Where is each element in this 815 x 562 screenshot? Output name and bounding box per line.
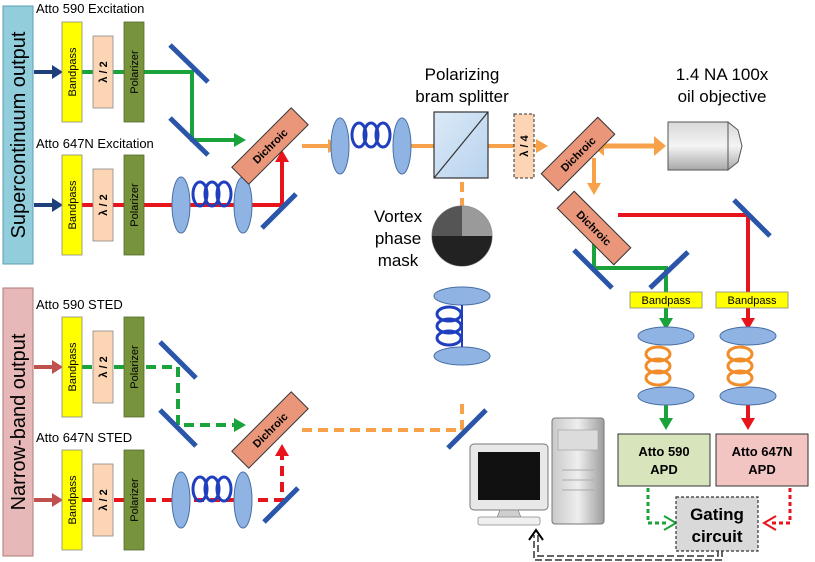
mirror	[158, 408, 198, 448]
detection-fiber-590	[637, 326, 695, 406]
supercontinuum-label: Supercontinuum output	[8, 31, 30, 238]
fiber-coupler	[171, 176, 253, 234]
svg-text:Bandpass: Bandpass	[67, 475, 79, 524]
apd-atto647n: Atto 647N APD	[715, 433, 809, 487]
pbs-label-line1: Polarizing	[425, 65, 500, 84]
narrowband-source: Narrow-band output	[2, 287, 34, 557]
gating-circuit: Gating circuit	[675, 496, 759, 552]
svg-text:λ / 4: λ / 4	[519, 134, 531, 156]
detection-bandpass-590: Bandpass	[629, 291, 703, 309]
svg-text:Polarizer: Polarizer	[129, 183, 141, 227]
polarizer: Polarizer	[123, 21, 145, 123]
svg-text:Atto 647N: Atto 647N	[732, 444, 793, 459]
fiber-coupler	[171, 471, 253, 529]
channel-label-atto647n-sted: Atto 647N STED	[36, 430, 132, 445]
objective-label-line2: oil objective	[678, 87, 767, 106]
bandpass-filter: Bandpass	[61, 449, 83, 551]
apd-atto590: Atto 590 APD	[617, 433, 711, 487]
channel-label-atto647n-excitation: Atto 647N Excitation	[36, 136, 154, 151]
svg-text:Polarizer: Polarizer	[129, 50, 141, 94]
vortex-label-line1: Vortex	[374, 207, 423, 226]
beam-green-excitation	[82, 70, 246, 147]
half-wave-plate: λ / 2	[92, 330, 114, 404]
beam-red-sted	[82, 444, 289, 502]
supercontinuum-source: Supercontinuum output	[2, 5, 34, 265]
mirror	[446, 408, 488, 450]
svg-text:Bandpass: Bandpass	[642, 295, 691, 307]
objective-lens: 1.4 NA 100x oil objective	[667, 65, 769, 172]
mirror	[732, 198, 772, 238]
vortex-label-line2: phase	[375, 229, 421, 248]
mirror	[648, 250, 690, 290]
svg-text:Polarizer: Polarizer	[129, 478, 141, 522]
mirror	[260, 192, 298, 230]
bandpass-filter: Bandpass	[61, 21, 83, 123]
half-wave-plate: λ / 2	[92, 168, 114, 242]
svg-text:Bandpass: Bandpass	[67, 47, 79, 96]
svg-text:λ / 2: λ / 2	[98, 489, 110, 510]
source-arrows	[34, 65, 63, 507]
dichroic-excitation: Dichroic	[231, 107, 309, 185]
row-atto647n-sted: Bandpass λ / 2 Polarizer	[61, 449, 300, 551]
svg-text:APD: APD	[748, 462, 775, 477]
computer-icon	[469, 417, 605, 526]
bandpass-filter: Bandpass	[61, 154, 83, 256]
dichroic-main: Dichroic	[540, 116, 616, 192]
vortex-phase-mask: Vortex phase mask	[374, 205, 493, 270]
dichroic-sted: Dichroic	[231, 391, 309, 469]
detection-fiber-647	[719, 326, 777, 406]
polarizer: Polarizer	[123, 449, 145, 551]
mirror	[168, 116, 210, 157]
mirror	[158, 340, 198, 380]
polarizer: Polarizer	[123, 316, 145, 418]
half-wave-plate: λ / 2	[92, 35, 114, 109]
vortex-label-line3: mask	[378, 251, 419, 270]
svg-text:λ / 2: λ / 2	[98, 61, 110, 82]
bandpass-filter: Bandpass	[61, 316, 83, 418]
svg-text:Bandpass: Bandpass	[67, 342, 79, 391]
detection-bandpass-647: Bandpass	[715, 291, 789, 309]
row-atto590-sted: Bandpass λ / 2 Polarizer	[61, 316, 198, 448]
excitation-fiber	[330, 117, 412, 175]
polarizing-beam-splitter: Polarizing bram splitter	[415, 65, 509, 179]
narrowband-label: Narrow-band output	[8, 333, 30, 510]
svg-text:Polarizer: Polarizer	[129, 345, 141, 389]
mirror	[262, 486, 300, 524]
row-atto647n-excitation: Bandpass λ / 2 Polarizer	[61, 154, 298, 256]
svg-text:λ / 2: λ / 2	[98, 356, 110, 377]
quarter-wave-plate: λ / 4	[513, 113, 535, 179]
svg-text:Atto 590: Atto 590	[638, 444, 689, 459]
channel-label-atto590-sted: Atto 590 STED	[36, 297, 123, 312]
svg-text:λ / 2: λ / 2	[98, 194, 110, 215]
sted-fiber	[433, 286, 491, 366]
svg-text:APD: APD	[650, 462, 677, 477]
polarizer: Polarizer	[123, 154, 145, 256]
svg-text:Bandpass: Bandpass	[67, 180, 79, 229]
channel-label-atto590-excitation: Atto 590 Excitation	[36, 1, 144, 16]
pbs-label-line2: bram splitter	[415, 87, 509, 106]
half-wave-plate: λ / 2	[92, 463, 114, 537]
svg-text:Gating: Gating	[690, 505, 744, 524]
row-atto590-excitation: Bandpass λ / 2 Polarizer	[61, 21, 210, 157]
mirror	[572, 248, 614, 290]
svg-text:circuit: circuit	[691, 527, 742, 546]
svg-text:Bandpass: Bandpass	[728, 295, 777, 307]
objective-label-line1: 1.4 NA 100x	[676, 65, 769, 84]
mirror	[168, 43, 210, 84]
